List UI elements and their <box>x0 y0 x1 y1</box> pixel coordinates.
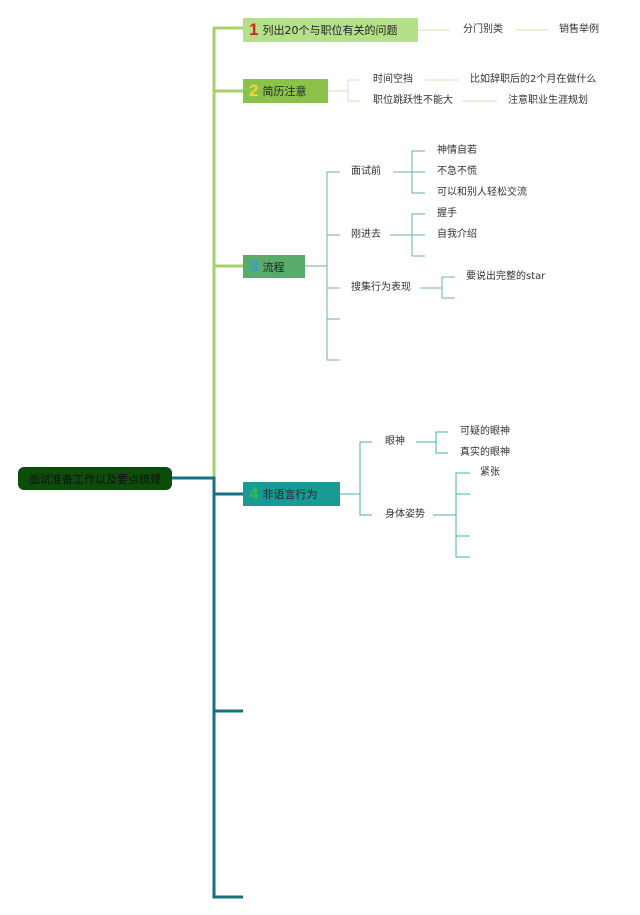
topic[interactable]: 比如辞职后的2个月在做什么 <box>470 74 597 85</box>
node-label: 流程 <box>262 260 285 274</box>
root-label: 面试准备工作以及要点梳理 <box>29 472 161 486</box>
topic[interactable]: 销售举例 <box>559 24 599 35</box>
topic[interactable]: 搜集行为表现 <box>351 282 411 293</box>
topic[interactable]: 不急不慌 <box>437 166 477 177</box>
node-label: 简历注意 <box>262 85 307 98</box>
topic[interactable]: 神情自若 <box>437 145 477 156</box>
number-badge: 1 <box>249 20 259 39</box>
topic[interactable]: 自我介绍 <box>437 229 477 240</box>
node-label: 列出20个与职位有关的问题 <box>262 24 398 37</box>
root-node[interactable]: 面试准备工作以及要点梳理 <box>18 467 172 490</box>
topic[interactable]: 注意职业生涯规划 <box>508 95 588 106</box>
trunk-lower <box>172 476 243 899</box>
topic[interactable]: 可以和别人轻松交流 <box>437 187 527 198</box>
topic[interactable]: 面试前 <box>351 166 381 177</box>
number-badge: 4 <box>249 484 259 503</box>
topic[interactable]: 身体姿势 <box>385 509 425 520</box>
topic[interactable]: 可疑的眼神 <box>460 426 510 437</box>
number-badge: 3 <box>249 256 259 276</box>
trunk-upper <box>212 26 243 478</box>
topic[interactable]: 要说出完整的star <box>466 271 546 282</box>
number-badge: 2 <box>249 81 259 100</box>
topic[interactable]: 刚进去 <box>351 229 381 240</box>
node-label: 非语言行为 <box>262 488 318 501</box>
topic[interactable]: 职位跳跃性不能大 <box>373 95 453 106</box>
topic[interactable]: 握手 <box>437 208 457 219</box>
topic[interactable]: 眼神 <box>385 436 405 447</box>
topic[interactable]: 分门别类 <box>463 24 503 35</box>
topic[interactable]: 紧张 <box>480 467 500 478</box>
topic[interactable]: 真实的眼神 <box>460 447 510 458</box>
topic[interactable]: 时间空挡 <box>373 74 413 85</box>
